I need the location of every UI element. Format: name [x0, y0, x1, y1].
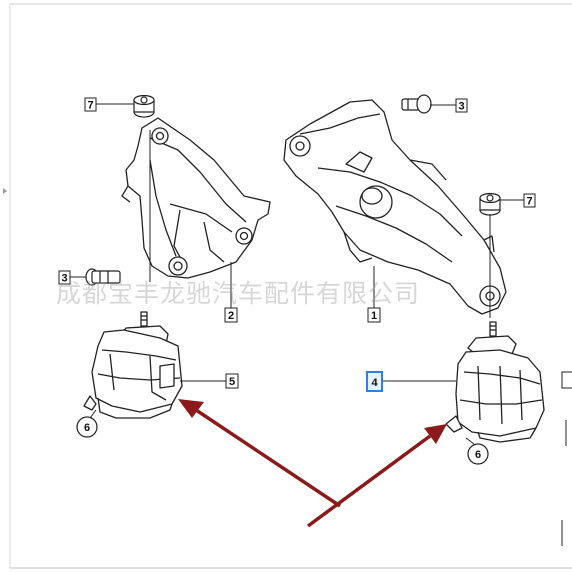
callout-7-right: 7: [523, 193, 536, 208]
bracket-right: [283, 99, 507, 315]
svg-text:1: 1: [371, 310, 377, 322]
svg-text:7: 7: [87, 100, 93, 112]
svg-text:6: 6: [84, 422, 90, 434]
bolt-right: [401, 94, 432, 114]
nut-right: [479, 192, 501, 216]
svg-text:4: 4: [371, 377, 378, 389]
right-edge-fragment: [561, 371, 572, 546]
engine-mount-left: [83, 311, 183, 419]
callout-7-left: 7: [84, 97, 97, 112]
arrow-left-shaft: [195, 408, 341, 508]
bracket-left: [121, 117, 271, 279]
svg-text:6: 6: [475, 449, 481, 461]
svg-text:3: 3: [458, 101, 464, 113]
callout-2: 2: [224, 307, 238, 323]
left-edge-marker: [3, 188, 7, 194]
arrow-right-shaft: [306, 434, 432, 528]
callout-1: 1: [367, 307, 381, 323]
callout-3-left: 3: [58, 270, 71, 285]
callout-5: 5: [225, 373, 239, 389]
arrow-left-head: [178, 399, 204, 418]
svg-text:5: 5: [229, 376, 235, 388]
svg-text:3: 3: [61, 273, 67, 285]
callout-4-selected[interactable]: 4: [366, 371, 383, 392]
bolt-left: [85, 268, 121, 286]
leader-lines: [70, 103, 524, 445]
callout-6-left: 6: [76, 416, 98, 438]
red-arrows: [178, 399, 447, 528]
callout-6-right: 6: [467, 443, 489, 465]
nut-left: [133, 94, 155, 118]
engine-mount-right: [445, 321, 545, 443]
svg-text:7: 7: [526, 196, 532, 208]
svg-text:2: 2: [228, 310, 234, 322]
arrow-right-head: [424, 424, 447, 444]
callout-3-right: 3: [455, 98, 468, 113]
